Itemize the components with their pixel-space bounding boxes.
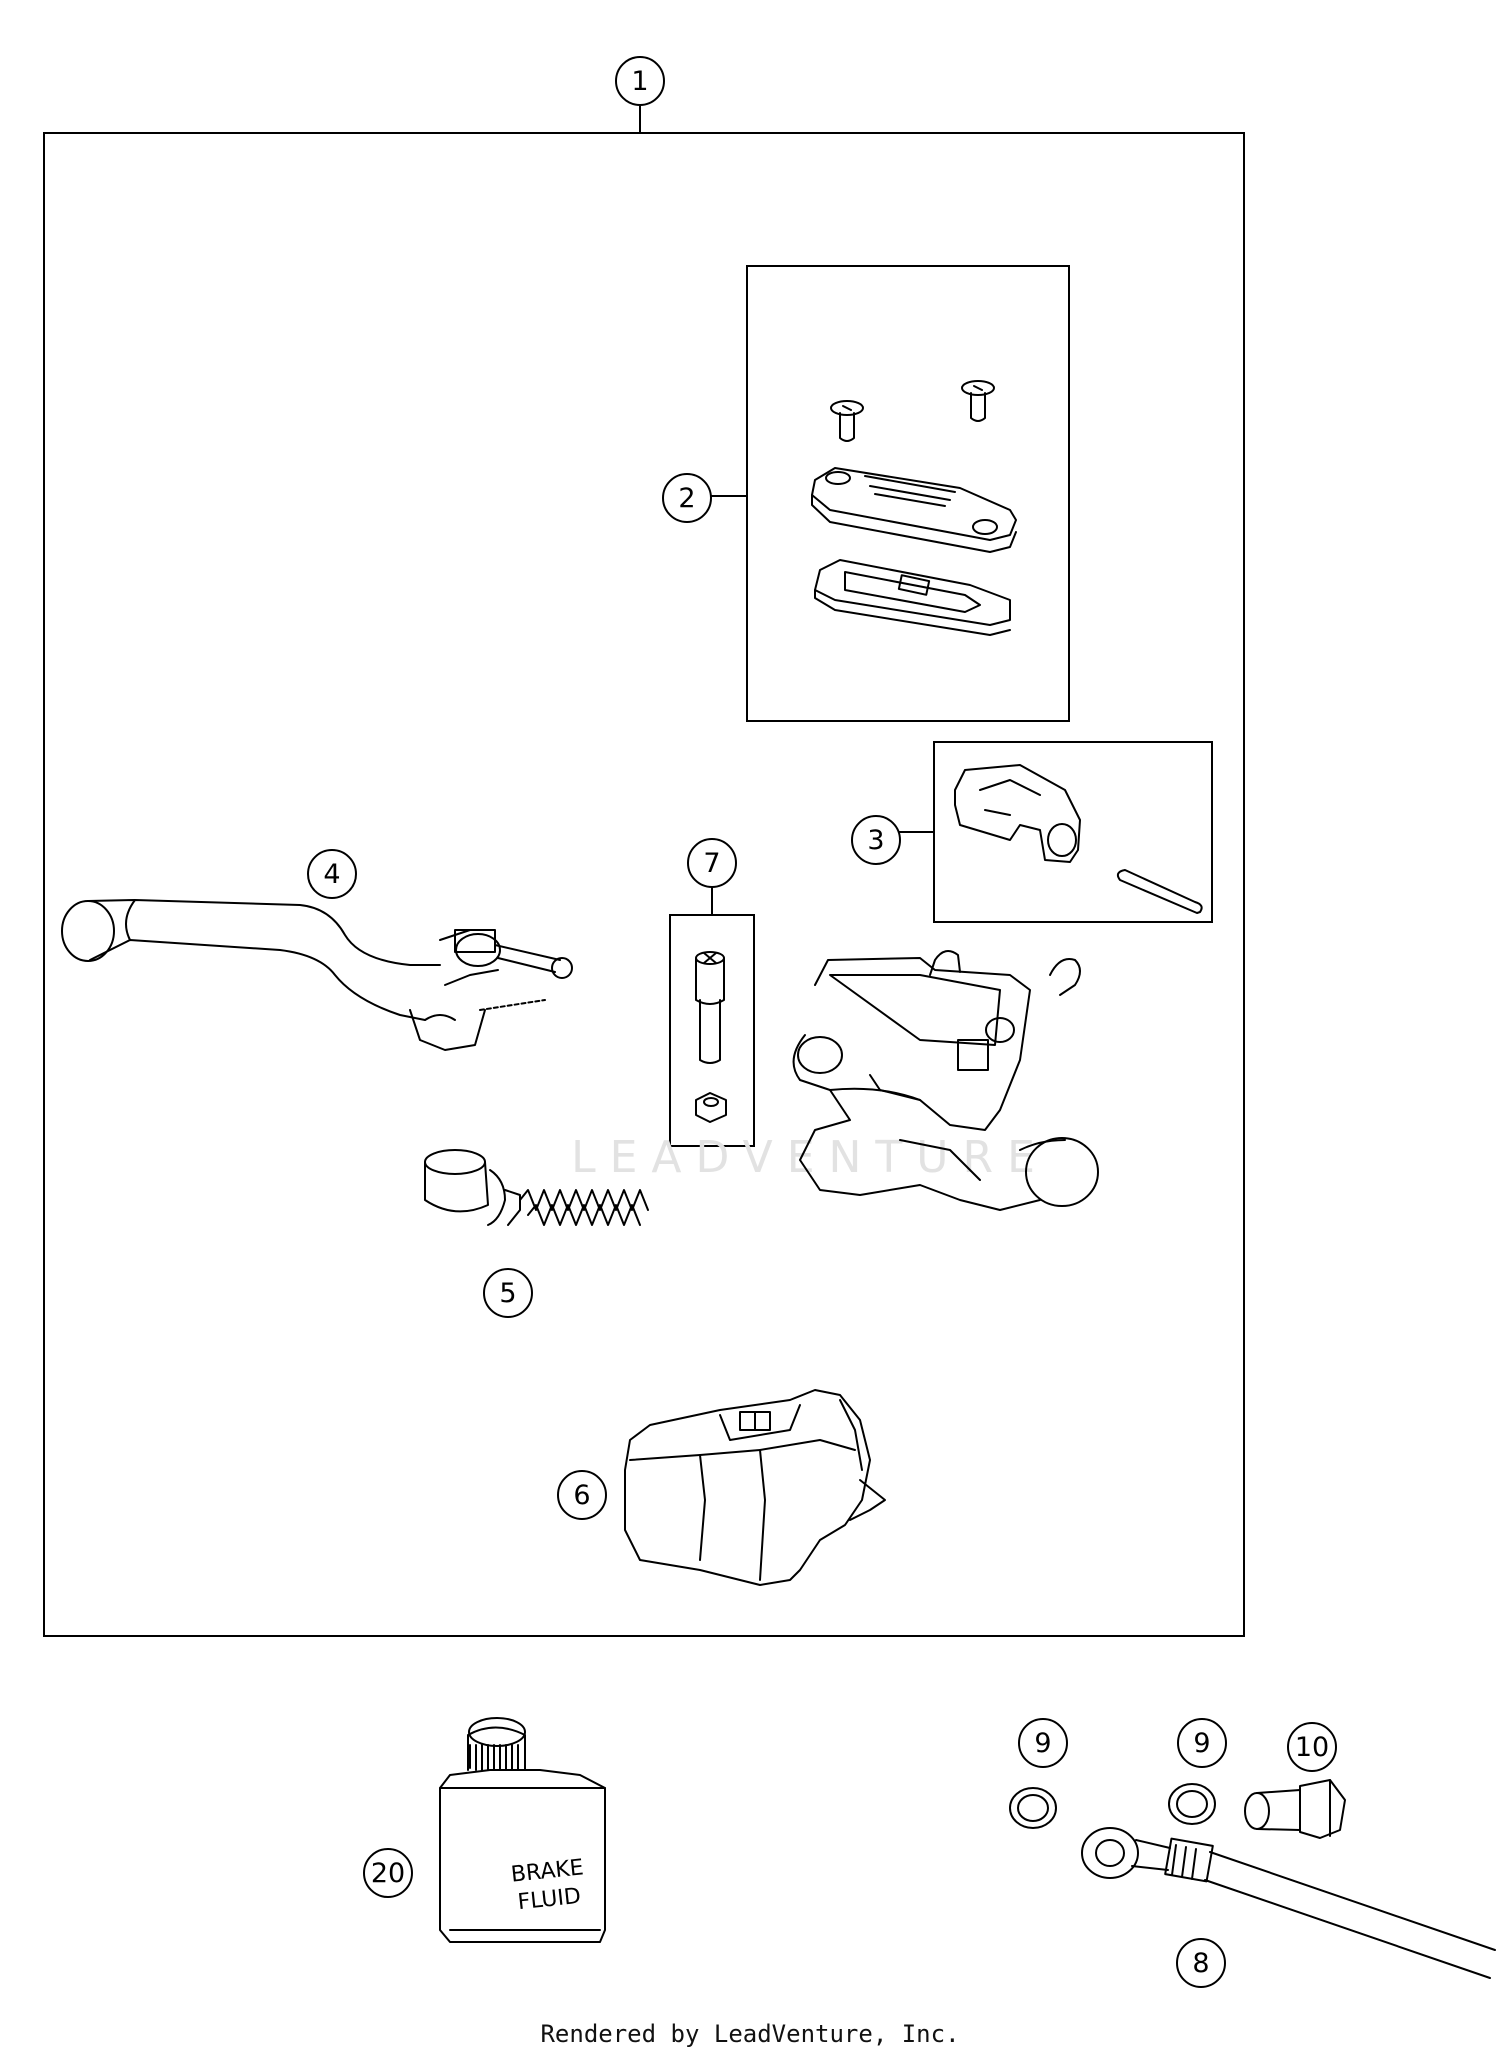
callout-2: 2 [662,473,712,523]
cover-screw-icon [830,400,864,442]
lever-nut-icon [695,1092,727,1123]
reservoir-cover-icon [811,467,1017,553]
subassembly-box-7 [669,914,755,1147]
callout-9a: 9 [1018,1718,1068,1768]
lever-pin-icon [695,951,725,1064]
callout-3: 3 [851,815,901,865]
bottle-label-line-2: FLUID [517,1884,583,1915]
callout-20: 20 [363,1848,413,1898]
bottle-label-line-1: BRAKE [510,1855,585,1887]
callout-7: 7 [687,838,737,888]
callout-6: 6 [557,1470,607,1520]
callout-8: 8 [1176,1938,1226,1988]
brake-lever-icon [61,899,573,1051]
sealing-washer-icon [1168,1783,1216,1825]
brake-fluid-bottle-icon [439,1717,606,1943]
subassembly-box-2 [746,265,1070,722]
assembly-frame [43,132,1245,1637]
master-cylinder-body-icon [792,950,1099,1211]
clamp-pin-icon [1116,869,1203,914]
handlebar-clamp-icon [954,764,1081,863]
callout-5: 5 [483,1268,533,1318]
protective-cap-icon [624,1389,886,1586]
callout-1: 1 [615,56,665,106]
banjo-bolt-icon [1244,1779,1346,1839]
callout-10: 10 [1287,1722,1337,1772]
brake-line-icon [1081,1827,1496,1979]
callout-9b: 9 [1177,1718,1227,1768]
piston-icon [424,1149,649,1226]
callout-4: 4 [307,849,357,899]
cover-screw-icon [961,380,995,422]
footer-credit: Rendered by LeadVenture, Inc. [540,2020,960,2048]
membrane-icon [814,559,1011,636]
sealing-washer-icon [1009,1787,1057,1829]
